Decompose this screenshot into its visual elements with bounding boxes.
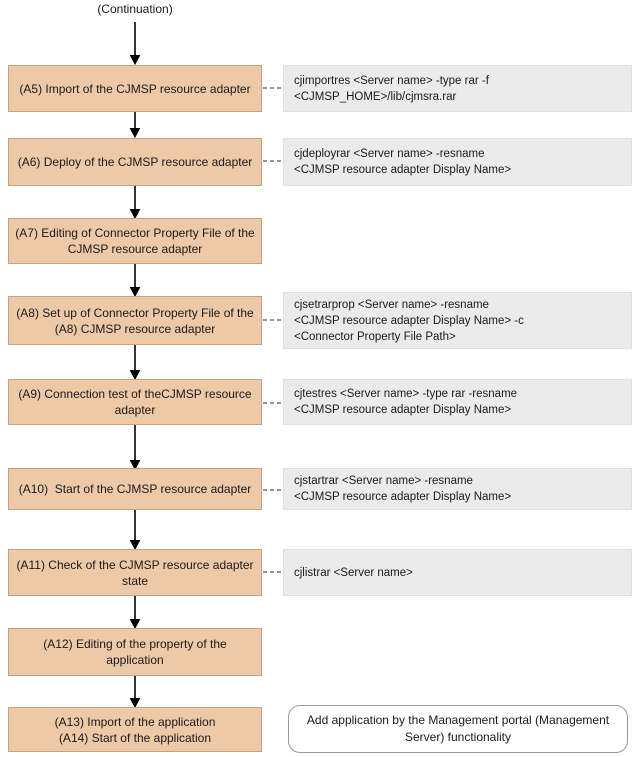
process-label-a9: (A9) Connection test of theCJMSP resourc… [18,387,252,417]
command-note-a11: cjlistrar <Server name> [283,549,632,596]
continuation-label: (Continuation) [97,2,173,16]
command-note-a6: cjdeployrar <Server name> -resname <CJMS… [283,138,632,186]
process-label-a11: (A11) Check of the CJMSP resource adapte… [16,557,254,588]
management-portal-callout: Add application by the Management portal… [288,705,628,753]
process-box-a7[interactable]: (A7) Editing of Connector Property File … [8,218,262,264]
process-box-a11[interactable]: (A11) Check of the CJMSP resource adapte… [8,549,262,596]
process-label-a13-a14: (A13) Import of the application (A14) St… [54,714,216,745]
command-note-a9: cjtestres <Server name> -type rar -resna… [283,379,632,425]
process-box-a5[interactable]: (A5) Import of the CJMSP resource adapte… [8,65,262,112]
command-note-a10: cjstartrar <Server name> -resname <CJMSP… [283,468,632,510]
process-label-a5: (A5) Import of the CJMSP resource adapte… [19,81,251,96]
process-label-a8: (A8) Set up of Connector Property File o… [16,305,254,336]
process-box-a12[interactable]: (A12) Editing of the property of the app… [8,628,262,676]
process-box-a10[interactable]: (A10) Start of the CJMSP resource adapte… [8,468,262,510]
process-label-a10: (A10) Start of the CJMSP resource adapte… [18,482,252,496]
process-box-a8[interactable]: (A8) Set up of Connector Property File o… [8,296,262,345]
process-box-a6[interactable]: (A6) Deploy of the CJMSP resource adapte… [8,138,262,186]
command-note-a8: cjsetrarprop <Server name> -resname <CJM… [283,292,632,349]
process-label-a12: (A12) Editing of the property of the app… [43,637,227,667]
process-label-a6: (A6) Deploy of the CJMSP resource adapte… [17,155,253,169]
process-label-a7: (A7) Editing of Connector Property File … [15,226,255,256]
process-box-a13-a14[interactable]: (A13) Import of the application (A14) St… [8,707,262,752]
process-box-a9[interactable]: (A9) Connection test of theCJMSP resourc… [8,379,262,425]
command-note-a5: cjimportres <Server name> -type rar -f <… [283,65,632,112]
